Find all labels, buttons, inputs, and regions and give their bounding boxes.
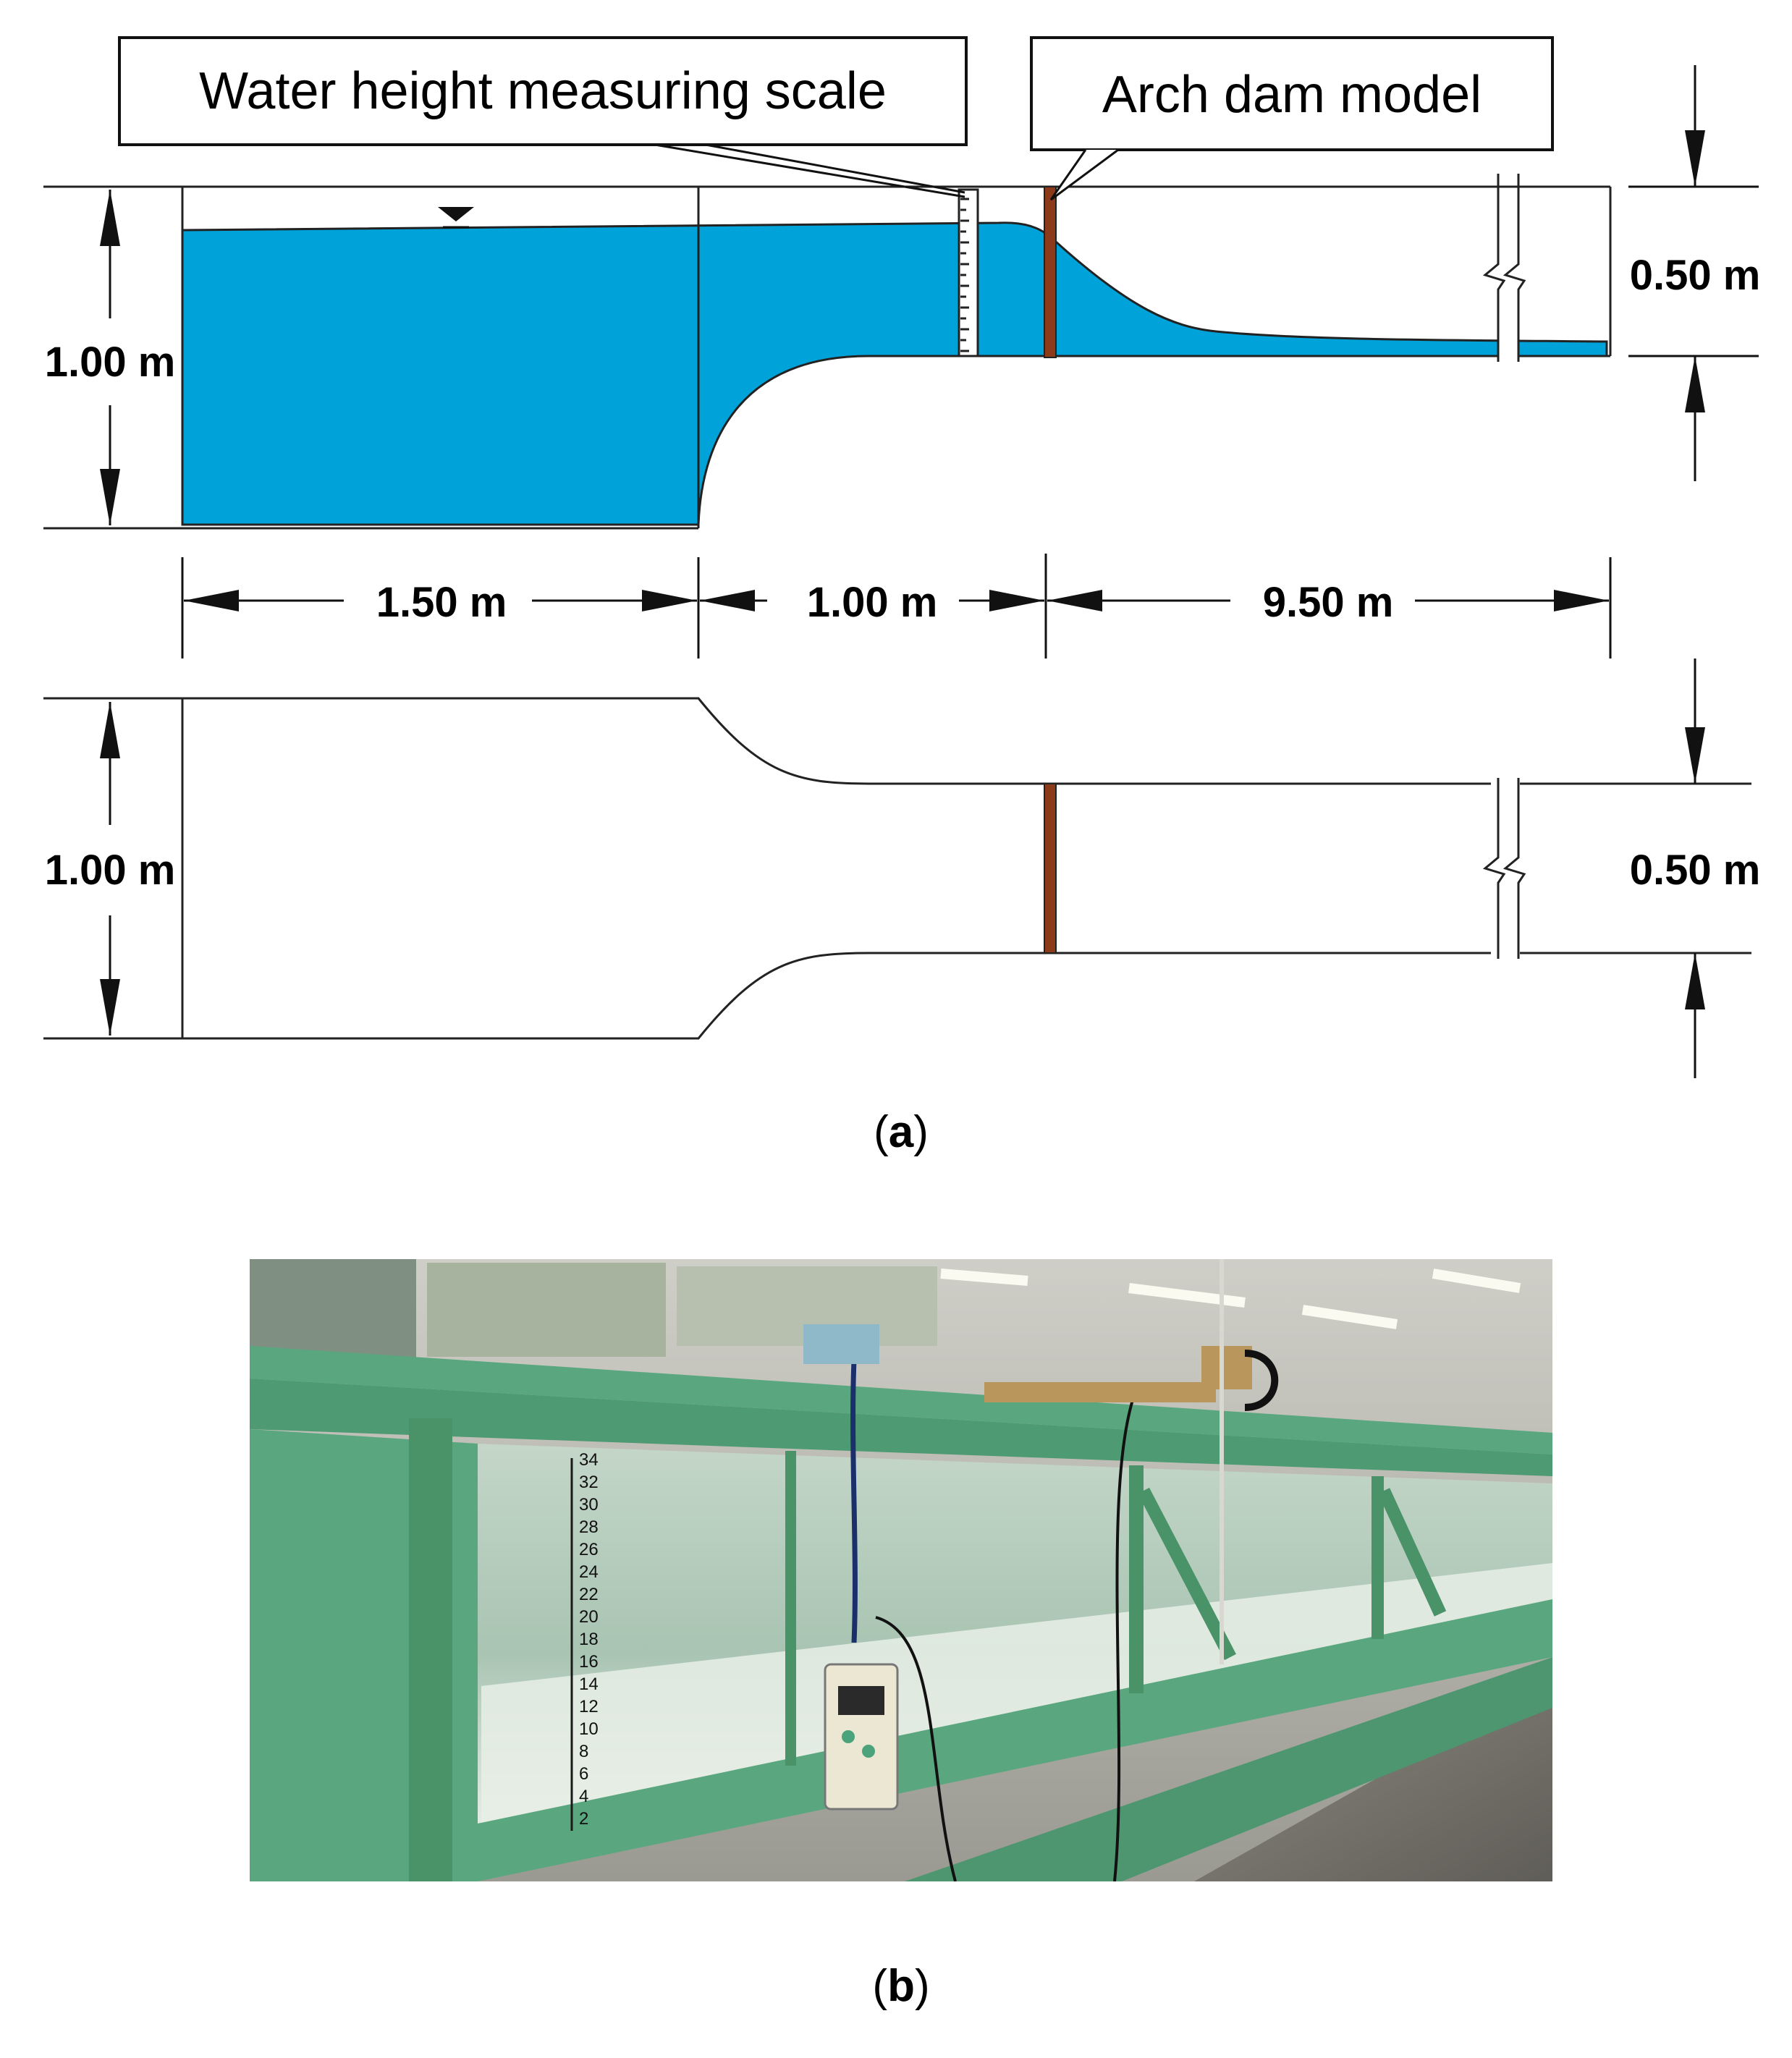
dim-upstream-profile-label: 1.00 m (45, 339, 176, 386)
gauge-block (1201, 1346, 1252, 1389)
scale-mark: 16 (579, 1652, 599, 1672)
dim-transition-length-label: 1.00 m (807, 579, 938, 626)
panel-b-caption: (b) (872, 1961, 929, 2011)
panel-b-photo: 34 32 30 28 26 24 22 20 18 16 14 12 10 8… (250, 1259, 1552, 2011)
dim-downstream-length-label: 9.50 m (1263, 579, 1394, 626)
meter-cable (875, 1616, 957, 1881)
scale-mark: 20 (579, 1607, 599, 1627)
break-gap-profile (1499, 334, 1518, 362)
measuring-scale-ticks (960, 198, 969, 352)
callout-scale-leader (654, 143, 965, 198)
dim-downstream-profile-label: 0.50 m (1630, 252, 1761, 299)
scale-mark: 26 (579, 1540, 599, 1559)
callout-dam: Arch dam model (1030, 36, 1554, 201)
gauge-clamp (1244, 1350, 1279, 1411)
scale-mark: 24 (579, 1562, 599, 1582)
callout-dam-box (1030, 36, 1554, 151)
scale-mark: 4 (579, 1787, 588, 1806)
meter-display (838, 1686, 884, 1715)
dim-upstream-plan-label: 1.00 m (45, 847, 176, 894)
callout-dam-leader (1049, 148, 1119, 201)
water-body (181, 221, 1608, 526)
scale-mark: 30 (579, 1495, 599, 1515)
flume-top-rail (250, 1346, 1552, 1454)
glass-scale-labels: 34 32 30 28 26 24 22 20 18 16 14 12 10 8… (579, 1450, 599, 1829)
meter-lanyard (850, 1360, 858, 1643)
scale-mark: 34 (579, 1450, 599, 1470)
scale-mark: 2 (579, 1809, 588, 1829)
plan-outline (181, 697, 1491, 1040)
panel-a-caption: (a) (874, 1107, 929, 1157)
arch-dam-plan (1044, 783, 1057, 954)
gauge-cable (1113, 1389, 1138, 1881)
callout-dam-label: Arch dam model (1102, 66, 1482, 124)
scale-mark: 22 (579, 1585, 599, 1604)
dim-lengths: 1.50 m 1.00 m 9.50 m (181, 554, 1612, 659)
flume-water (481, 1563, 1552, 1824)
meter-clip (803, 1324, 879, 1364)
measuring-scale (958, 188, 979, 357)
dim-upstream-profile: 1.00 m (45, 190, 176, 525)
scale-mark: 12 (579, 1697, 599, 1716)
water-surface-marker (438, 207, 474, 221)
flume-braces (1138, 1487, 1447, 1661)
scale-mark: 6 (579, 1764, 588, 1784)
panel-a: Water height measuring scale Arch dam mo… (43, 36, 1761, 1157)
flume-lower-girder (905, 1657, 1552, 1881)
plan-view (43, 697, 1751, 1040)
scale-mark: 28 (579, 1517, 599, 1537)
gauge-carriage (984, 1382, 1216, 1402)
break-symbol-plan (1482, 778, 1526, 959)
callout-scale-label: Water height measuring scale (199, 62, 887, 120)
dim-downstream-profile: 0.50 m (1628, 65, 1760, 481)
arch-dam-profile (1044, 186, 1057, 358)
scale-mark: 10 (579, 1719, 599, 1739)
callout-scale-box (118, 36, 968, 146)
scale-mark: 8 (579, 1742, 588, 1761)
meter-button (862, 1745, 875, 1758)
scale-mark: 32 (579, 1473, 599, 1492)
window-mid (427, 1263, 666, 1357)
flume-bottom-beam (478, 1599, 1552, 1881)
scale-mark: 14 (579, 1674, 599, 1694)
dim-upstream-plan: 1.00 m (45, 702, 176, 1036)
dim-reservoir-length-label: 1.50 m (376, 579, 507, 626)
callout-scale: Water height measuring scale (118, 36, 968, 198)
flume-upper-beam (250, 1379, 1552, 1476)
profile-view (43, 174, 1612, 530)
scale-mark: 18 (579, 1630, 599, 1649)
dim-downstream-plan-label: 0.50 m (1630, 847, 1761, 894)
ceiling-lights (940, 1269, 1521, 1329)
dim-downstream-plan: 0.50 m (1630, 659, 1761, 1078)
flume-left-post (409, 1418, 452, 1881)
meter-button (842, 1730, 855, 1743)
